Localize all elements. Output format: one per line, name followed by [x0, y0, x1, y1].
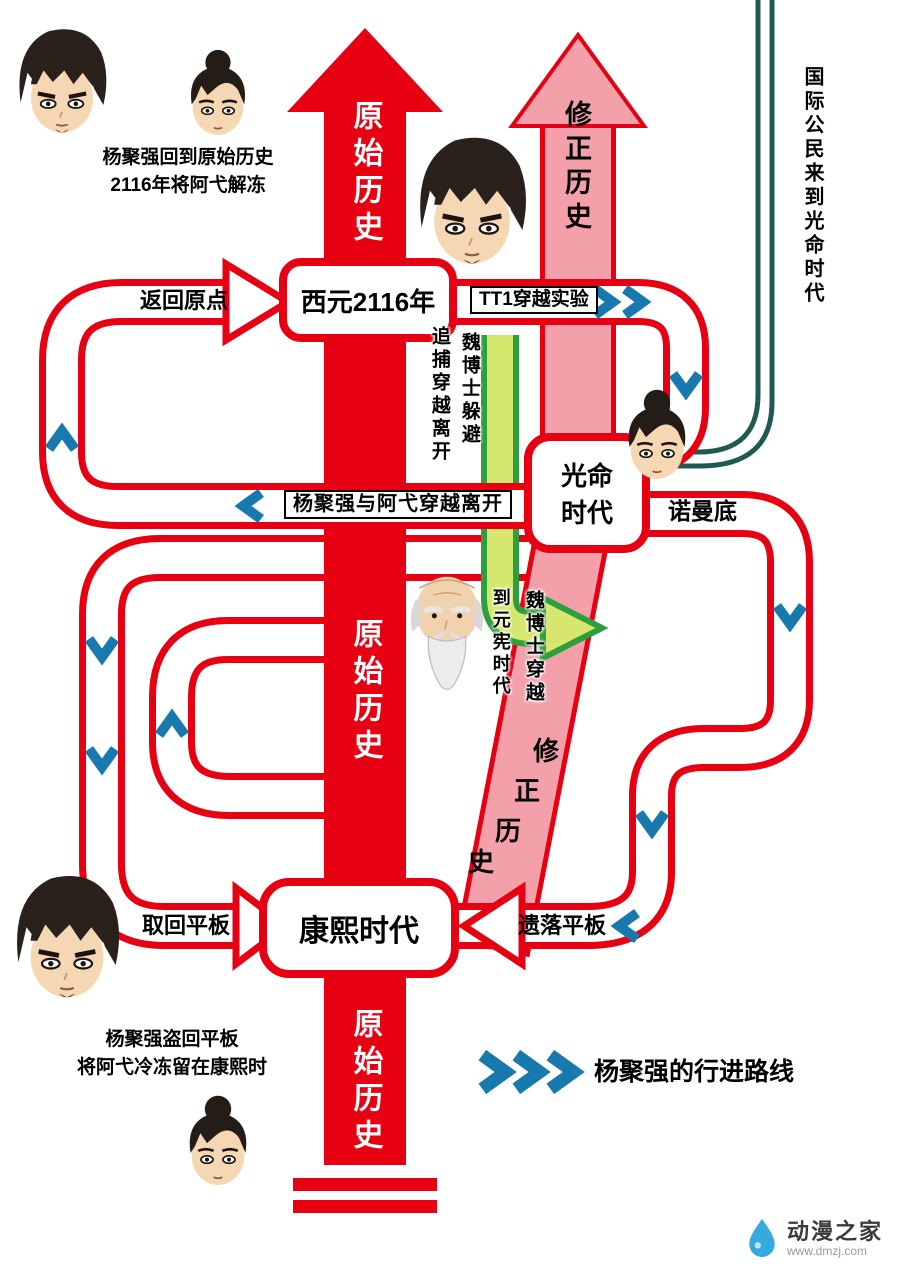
wei-cross-arrowhead	[540, 593, 609, 663]
water-drop-icon	[749, 1218, 775, 1257]
retrieve-tablet-label: 取回平板	[142, 913, 231, 938]
legend-chevron-icon	[482, 1055, 505, 1089]
lost-tablet-label: 遗落平板	[518, 913, 607, 938]
yang-ayi-leave-label: 杨聚强与阿弋穿越离开	[284, 490, 512, 519]
revised-history-char-2: 正	[514, 776, 541, 806]
pursue-leave-label: 追捕穿越离开	[428, 326, 450, 464]
wei-cross-label: 魏博士穿越	[522, 590, 544, 705]
node-guangming-line1: 光命	[560, 461, 613, 491]
node-guangming-label: 光命 时代	[528, 437, 646, 549]
revised-history-label-top: 修正历史	[561, 100, 592, 236]
ayi-face-top-icon	[189, 48, 247, 137]
legend-chevron-icon	[550, 1055, 573, 1089]
watermark: 动漫之家 www.dmzj.com	[744, 1216, 883, 1262]
yang-face-center-icon	[420, 138, 526, 264]
node-guangming-line2: 时代	[560, 498, 613, 528]
normandy-label: 诺曼底	[668, 498, 737, 524]
revised-history-char-4: 史	[468, 847, 495, 877]
wei-evade-path	[481, 335, 609, 663]
return-origin-label: 返回原点	[140, 288, 229, 313]
ayi-face-bottom-icon	[188, 1094, 248, 1187]
watermark-site-name: 动漫之家	[787, 1219, 884, 1245]
caption-bottom-line1: 杨聚强盗回平板	[105, 1029, 239, 1050]
wei-evade-label: 魏博士躲避	[458, 332, 480, 447]
node-kangxi-label: 康熙时代	[299, 915, 419, 948]
original-history-label-middle: 原始历史	[348, 618, 382, 766]
loop-lower-right	[455, 491, 813, 971]
node-guangming-era	[524, 433, 650, 553]
dr-wei-face-icon	[411, 577, 483, 690]
original-history-label-top: 原始历史	[348, 100, 382, 248]
tt1-experiment-label: TT1穿越实验	[470, 286, 598, 314]
caption-top-line1: 杨聚强回到原始历史	[102, 147, 274, 168]
caption-bottom-left: 杨聚强盗回平板 将阿弋冷冻留在康熙时	[52, 1026, 292, 1082]
node-year-2116-label: 西元2116年	[300, 286, 436, 317]
yang-face-bottom-icon	[17, 876, 119, 997]
caption-top-line2: 2116年将阿弋解冻	[110, 175, 266, 196]
revised-history-char-3: 历	[495, 816, 522, 846]
yang-face-top-icon	[19, 29, 106, 132]
loop-return-origin	[39, 257, 528, 529]
caption-top-left: 杨聚强回到原始历史 2116年将阿弋解冻	[78, 144, 298, 200]
return-origin-arrowhead	[222, 257, 295, 347]
to-yuanxian-label: 到元宪时代	[490, 588, 511, 698]
node-kangxi-era	[259, 878, 459, 978]
watermark-site-url: www.dmzj.com	[787, 1243, 868, 1258]
intl-citizens-label: 国际公民来到光命时代	[801, 66, 823, 306]
legend-chevron-icon	[516, 1055, 539, 1089]
legend-route-label: 杨聚强的行进路线	[594, 1058, 795, 1086]
caption-bottom-line2: 将阿弋冷冻留在康熙时	[76, 1057, 267, 1078]
original-history-label-bottom: 原始历史	[348, 1008, 382, 1156]
lost-tablet-arrowhead	[457, 881, 526, 971]
revised-history-char-1: 修	[533, 736, 560, 766]
node-year-2116	[279, 258, 457, 342]
